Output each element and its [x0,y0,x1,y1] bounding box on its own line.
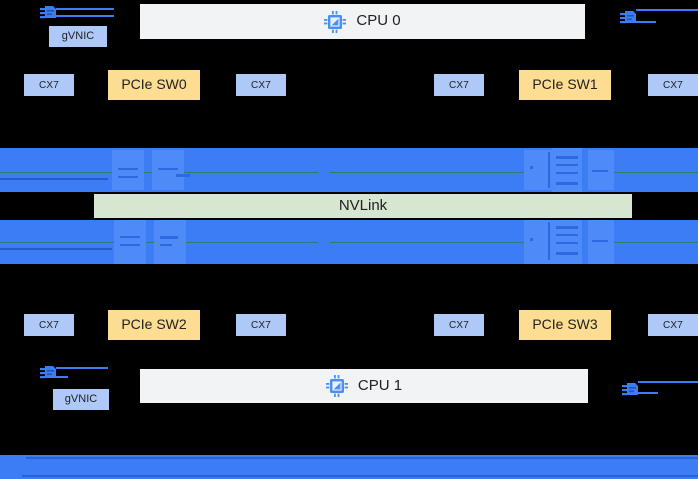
gvnic-label: gVNIC [64,393,98,406]
nvlink-box[interactable]: NVLink [94,194,632,218]
nic-wire-bottom-left-upper [56,367,108,369]
gvnic-box-bottom-left[interactable]: gVNIC [53,389,109,410]
cpu-0-box[interactable]: CPU 0 [140,4,585,39]
cx7-box-top-1[interactable]: CX7 [24,74,74,96]
cx7-label: CX7 [250,79,272,91]
pcie-sw-label: PCIe SW3 [532,316,598,333]
gvnic-label: gVNIC [61,30,95,43]
cx7-box-bottom-4[interactable]: CX7 [648,314,698,336]
footer-transport-bar [0,455,698,479]
nic-wire-bottom-right-upper [638,381,698,383]
pcie-sw3-box[interactable]: PCIe SW3 [519,310,611,340]
cx7-box-bottom-2[interactable]: CX7 [236,314,286,336]
cx7-box-bottom-3[interactable]: CX7 [434,314,484,336]
gpu-icon [112,150,144,190]
pcie-sw0-box[interactable]: PCIe SW0 [108,70,200,100]
nic-wire-bottom-left-lower [56,376,68,378]
cx7-box-bottom-1[interactable]: CX7 [24,314,74,336]
cx7-label: CX7 [662,319,684,331]
pcie-sw1-box[interactable]: PCIe SW1 [519,70,611,100]
nic-wire-top-left-lower [56,15,114,17]
pcie-sw-label: PCIe SW2 [121,316,187,333]
nic-wire-top-right-upper [636,9,698,11]
cx7-label: CX7 [38,319,60,331]
nic-wire-bottom-right-lower [638,392,658,394]
network-card-icon [620,9,638,25]
gpu-icon [154,220,186,264]
network-card-icon [40,364,58,380]
cx7-label: CX7 [250,319,272,331]
nic-wire-top-left-upper [56,8,114,10]
gvnic-box-top-left[interactable]: gVNIC [49,26,107,47]
gpu-icon [588,220,614,264]
pcie-sw2-box[interactable]: PCIe SW2 [108,310,200,340]
cpu-0-label: CPU 0 [356,12,401,30]
gpu-icon [552,148,582,192]
cx7-label: CX7 [38,79,60,91]
cpu-chip-icon [325,375,348,397]
cx7-box-top-2[interactable]: CX7 [236,74,286,96]
pcie-sw-label: PCIe SW0 [121,76,187,93]
network-card-icon [40,4,58,20]
cx7-label: CX7 [662,79,684,91]
cx7-label: CX7 [448,79,470,91]
pcie-sw-label: PCIe SW1 [532,76,598,93]
nic-wire-top-right-lower [636,21,656,23]
cpu-chip-icon [324,10,347,33]
nvlink-label: NVLink [338,196,388,214]
server-stack-icon [0,453,34,479]
gpu-band-upper [0,148,698,192]
cx7-box-top-3[interactable]: CX7 [434,74,484,96]
gpu-band-lower [0,220,698,264]
cx7-box-top-4[interactable]: CX7 [648,74,698,96]
cpu-1-box[interactable]: CPU 1 [140,369,588,403]
gpu-icon [114,220,146,264]
network-card-icon [622,381,640,397]
cx7-label: CX7 [448,319,470,331]
cpu-1-label: CPU 1 [357,376,403,394]
gpu-icon [152,150,184,190]
